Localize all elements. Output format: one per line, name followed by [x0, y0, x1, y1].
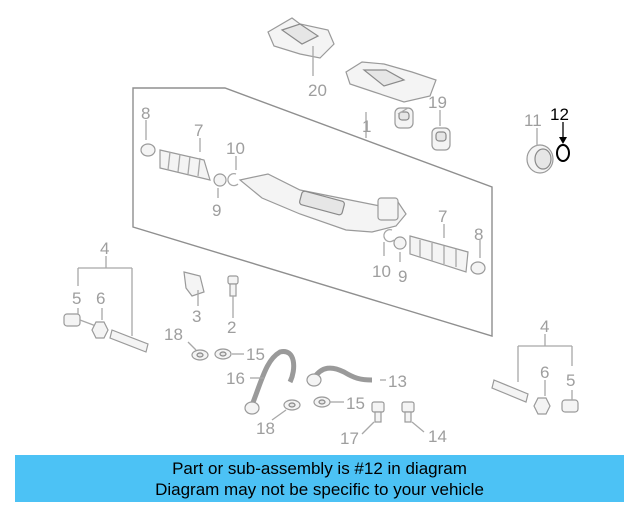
rack-boot-right [409, 235, 469, 273]
callout-6-right: 6 [540, 363, 549, 382]
callout-4-right: 4 [540, 317, 549, 336]
notice-line-part: Part or sub-assembly is #12 in diagram [172, 459, 467, 478]
callout-15-a: 15 [246, 345, 265, 364]
callout-3: 3 [192, 307, 201, 326]
bolt-2 [227, 275, 239, 297]
callout-8-left: 8 [141, 104, 150, 123]
callout-18-a: 18 [164, 325, 183, 344]
feed-pipe-16 [249, 349, 297, 406]
bushing-11 [526, 144, 554, 174]
boot-clamp-right [470, 261, 486, 275]
boot-clamp-left [140, 143, 156, 157]
boot-clamp-inner-left [213, 173, 227, 187]
steering-rack-housing [238, 173, 407, 233]
callout-15-b: 15 [346, 394, 365, 413]
return-pipe-13 [311, 365, 373, 383]
callout-10-left: 10 [226, 139, 245, 158]
vehicle-fitment-notice: Part or sub-assembly is #12 in diagram D… [15, 455, 624, 502]
pipe-fitting-13 [306, 373, 322, 387]
pipe-fitting-16 [244, 401, 260, 415]
callout-7-left: 7 [194, 121, 203, 140]
callout-16: 16 [226, 369, 245, 388]
callout-4-left: 4 [100, 239, 109, 258]
notice-line-disclaimer: Diagram may not be specific to your vehi… [155, 480, 484, 499]
callout-13: 13 [388, 372, 407, 391]
rack-boot-left [159, 149, 211, 181]
washer-18a [191, 349, 209, 361]
mount-bushing-19b [431, 127, 451, 151]
callout-2: 2 [227, 318, 236, 337]
washer-15b [313, 396, 331, 408]
washer-18b [283, 399, 301, 411]
washer-15a [214, 348, 232, 360]
mount-bracket-20 [345, 61, 437, 103]
callout-6-left: 6 [96, 289, 105, 308]
tie-rod-end-left [63, 313, 97, 327]
callout-8-right: 8 [474, 225, 483, 244]
callout-5-left: 5 [72, 289, 81, 308]
callout-5-right: 5 [566, 371, 575, 390]
tie-rod-nut-left [91, 321, 109, 339]
tie-rod-right [491, 379, 529, 403]
snap-ring-right [383, 228, 395, 243]
tie-rod-left [109, 329, 149, 353]
bolt-17 [371, 401, 385, 423]
callout-7-right: 7 [438, 207, 447, 226]
callout-9-right: 9 [398, 267, 407, 286]
callout-20: 20 [308, 81, 327, 100]
tie-rod-nut-right [533, 397, 551, 415]
leader-lines [77, 46, 573, 435]
callout-10-right: 10 [372, 262, 391, 281]
callout-17: 17 [340, 429, 359, 448]
tie-rod-end-right [561, 399, 579, 413]
callout-19: 19 [428, 93, 447, 112]
callout-12: 12 [550, 105, 569, 124]
boot-clamp-inner-right [393, 236, 407, 250]
o-ring-12 [556, 144, 570, 162]
bolt-14 [401, 401, 415, 423]
callout-18-b: 18 [256, 419, 275, 438]
callout-14: 14 [428, 427, 447, 446]
snap-ring-left [227, 172, 239, 187]
upper-mount-bracket [267, 17, 335, 59]
callout-labels: 20 19 1 8 7 10 9 11 12 7 8 10 9 4 5 6 3 … [72, 81, 575, 448]
callout-1: 1 [362, 117, 371, 136]
callout-11: 11 [524, 111, 542, 130]
callout-9-left: 9 [212, 201, 221, 220]
bracket-3 [183, 271, 205, 297]
